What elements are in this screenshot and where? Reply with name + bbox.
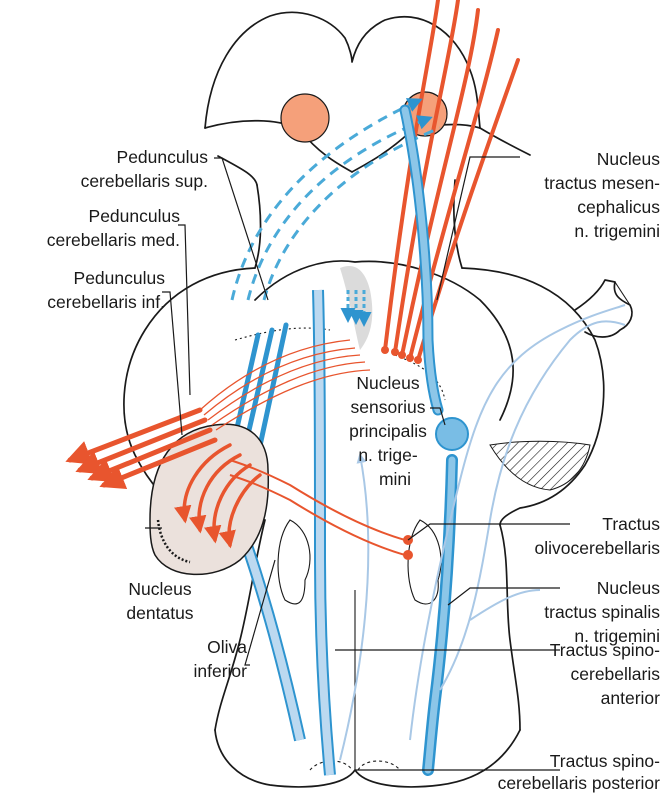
label-spino-post-line2: cerebellaris posterior	[498, 773, 661, 793]
svg-text:Pedunculus: Pedunculus	[117, 147, 209, 167]
label-spino-anterior: Tractus spino- cerebellaris anterior	[550, 640, 660, 708]
svg-text:Pedunculus: Pedunculus	[74, 268, 166, 288]
label-dentatus-line1: Nucleus	[128, 579, 191, 599]
svg-text:Tractus spino-: Tractus spino-	[550, 751, 660, 771]
svg-text:n. trigemini: n. trigemini	[574, 221, 660, 241]
label-spino-posterior: Tractus spino- cerebellaris posterior	[498, 751, 661, 793]
svg-text:cerebellaris: cerebellaris	[571, 664, 661, 684]
svg-text:principalis: principalis	[349, 421, 427, 441]
svg-text:cerebellaris posterior: cerebellaris posterior	[498, 773, 661, 793]
label-olivocerebellaris-line1: Tractus	[602, 514, 660, 534]
label-ped-med-line2: cerebellaris med.	[47, 230, 180, 250]
label-sensorius-line5: mini	[379, 469, 411, 489]
label-mesencephalicus: Nucleus tractus mesen- cephalicus n. tri…	[544, 149, 660, 241]
label-sensorius-line3: principalis	[349, 421, 427, 441]
label-spinalis-line2: tractus spinalis	[544, 602, 660, 622]
label-sensorius-line4: n. trige-	[358, 445, 417, 465]
svg-text:olivocerebellaris: olivocerebellaris	[535, 538, 661, 558]
svg-text:Nucleus: Nucleus	[128, 579, 191, 599]
svg-text:Nucleus: Nucleus	[597, 578, 660, 598]
svg-text:sensorius: sensorius	[351, 397, 426, 417]
label-oliva-line2: inferior	[194, 661, 248, 681]
label-sensorius-line1: Nucleus	[356, 373, 419, 393]
label-oliva: Oliva inferior	[194, 637, 248, 681]
label-sensorius: Nucleus sensorius principalis n. trige- …	[349, 373, 427, 489]
label-dentatus-line2: dentatus	[126, 603, 193, 623]
left-colliculus	[281, 94, 329, 142]
label-ped-sup-line2: cerebellaris sup.	[81, 171, 208, 191]
label-olivocerebellaris: Tractus olivocerebellaris	[535, 514, 661, 558]
label-mesencephalicus-line3: cephalicus	[577, 197, 660, 217]
label-sensorius-line2: sensorius	[351, 397, 426, 417]
svg-text:cephalicus: cephalicus	[577, 197, 660, 217]
svg-text:mini: mini	[379, 469, 411, 489]
label-ped-inf-line2: cerebellaris inf.	[47, 292, 165, 312]
svg-text:tractus spinalis: tractus spinalis	[544, 602, 660, 622]
label-spino-ant-line1: Tractus spino-	[550, 640, 660, 660]
label-spino-post-line1: Tractus spino-	[550, 751, 660, 771]
svg-text:Pedunculus: Pedunculus	[89, 206, 181, 226]
label-ped-inf: Pedunculus cerebellaris inf.	[47, 268, 165, 312]
label-spino-ant-line2: cerebellaris	[571, 664, 661, 684]
label-dentatus: Nucleus dentatus	[126, 579, 193, 623]
label-mesencephalicus-line1: Nucleus	[597, 149, 660, 169]
svg-text:n. trige-: n. trige-	[358, 445, 417, 465]
label-spino-ant-line3: anterior	[601, 688, 661, 708]
label-ped-med: Pedunculus cerebellaris med.	[47, 206, 180, 250]
svg-text:tractus mesen-: tractus mesen-	[544, 173, 660, 193]
label-mesencephalicus-line2: tractus mesen-	[544, 173, 660, 193]
orange-fiber-lines-left	[200, 340, 370, 430]
label-spinalis: Nucleus tractus spinalis n. trigemini	[544, 578, 660, 646]
svg-text:cerebellaris med.: cerebellaris med.	[47, 230, 180, 250]
svg-text:Tractus spino-: Tractus spino-	[550, 640, 660, 660]
label-spinalis-line1: Nucleus	[597, 578, 660, 598]
label-ped-med-line1: Pedunculus	[89, 206, 181, 226]
orange-fibers-upper	[385, 0, 518, 360]
label-olivocerebellaris-line2: olivocerebellaris	[535, 538, 661, 558]
svg-text:anterior: anterior	[601, 688, 661, 708]
label-oliva-line1: Oliva	[207, 637, 247, 657]
label-ped-sup-line1: Pedunculus	[117, 147, 209, 167]
svg-text:Oliva: Oliva	[207, 637, 247, 657]
svg-text:inferior: inferior	[194, 661, 248, 681]
label-ped-inf-line1: Pedunculus	[74, 268, 166, 288]
svg-text:Nucleus: Nucleus	[597, 149, 660, 169]
svg-text:cerebellaris sup.: cerebellaris sup.	[81, 171, 208, 191]
svg-text:dentatus: dentatus	[126, 603, 193, 623]
svg-text:Nucleus: Nucleus	[356, 373, 419, 393]
svg-text:cerebellaris inf.: cerebellaris inf.	[47, 292, 165, 312]
principal-sensory-nucleus	[436, 418, 468, 450]
svg-text:Tractus: Tractus	[602, 514, 660, 534]
label-ped-sup: Pedunculus cerebellaris sup.	[81, 147, 209, 191]
label-mesencephalicus-line4: n. trigemini	[574, 221, 660, 241]
spinal-trigeminal-tract	[428, 460, 452, 770]
